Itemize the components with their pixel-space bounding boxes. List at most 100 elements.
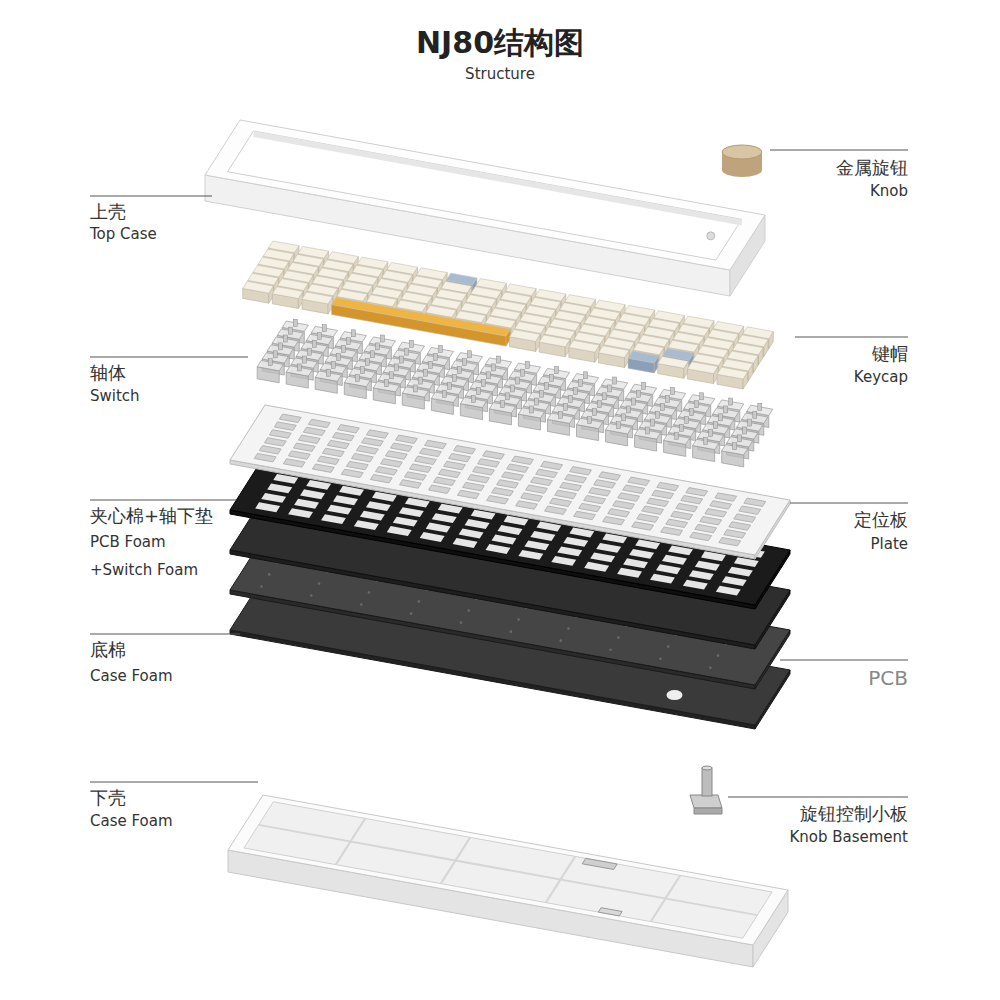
plate-hole [681, 496, 703, 504]
knob-basement-shaft-top [702, 766, 712, 770]
metal-knob [722, 145, 762, 177]
switch-stem [588, 416, 592, 423]
switch-stem [613, 377, 617, 384]
leader-lines [90, 150, 908, 797]
plate-hole [686, 488, 708, 496]
pcb-foam-hole [393, 517, 418, 527]
part-label: Case Foam [90, 668, 173, 685]
switch-stem [709, 430, 713, 437]
pcb-foam-hole [387, 526, 412, 536]
plate-hole [429, 485, 451, 493]
pcb-dot [567, 627, 570, 630]
keycap-top [302, 292, 333, 304]
switch-stem [297, 364, 301, 371]
switch-stem [331, 361, 335, 368]
switch-stem [738, 435, 742, 442]
plate-hole [298, 435, 320, 443]
plate-hole [599, 472, 621, 481]
knob-bottom [722, 163, 762, 177]
pcb-foam-hole [255, 502, 280, 512]
switch-stem [526, 361, 530, 368]
plate-hole [502, 472, 524, 480]
plate-hole [439, 469, 461, 477]
keycap-top [628, 351, 659, 363]
switch-stem [661, 403, 665, 410]
pcb-dot [268, 573, 271, 576]
plate-hole [288, 451, 310, 459]
switch-stem [486, 372, 490, 379]
plate-hole [497, 480, 519, 488]
plate-hole [259, 446, 281, 454]
switch-stem [438, 346, 442, 353]
plate-hole [317, 456, 339, 464]
plate-hole [652, 490, 674, 498]
pcb-foam-hole [524, 541, 549, 551]
plate-part [230, 405, 790, 559]
top-case-knob-hole [707, 232, 715, 240]
switch-stem [579, 380, 583, 387]
pcb-dot [667, 645, 670, 648]
usb-port [582, 858, 617, 869]
plate-hole [661, 527, 683, 535]
part-label: 夹心棉+轴下垫 [90, 506, 213, 527]
plate-hole [341, 469, 363, 477]
plate-hole [254, 454, 276, 462]
pcb-foam-hole [486, 544, 511, 554]
plate-hole [536, 469, 558, 477]
plate-hole [405, 472, 427, 480]
plate-hole [274, 422, 296, 431]
plate-hole [729, 522, 751, 530]
knob-top [722, 145, 762, 159]
switch-stem [505, 393, 509, 400]
plate-hole [391, 443, 413, 451]
plate-hole [279, 414, 301, 422]
pcb-foam-hole [617, 568, 642, 578]
switch-stem [360, 367, 364, 374]
plate-hole [381, 459, 403, 467]
part-label: 金属旋钮 [836, 158, 908, 179]
switch-stem [476, 388, 480, 395]
plate-hole [492, 488, 514, 496]
plate-hole [308, 419, 330, 427]
pcb-foam-hole [596, 543, 621, 553]
switch-stem [656, 411, 660, 418]
switch-stem [714, 422, 718, 429]
plate-hole [322, 448, 344, 456]
pcb-foam-hole [662, 555, 687, 565]
switch-stem [559, 411, 563, 418]
part-label: PCB Foam [90, 534, 166, 551]
switch-stem [497, 356, 501, 363]
knob-basement-part [690, 766, 722, 814]
plate-hole [376, 467, 398, 475]
switch-stem [491, 364, 495, 371]
plate-hole [357, 446, 379, 454]
knob-basement-board [690, 795, 722, 808]
part-label: Plate [870, 536, 908, 553]
part-label: 上壳 [90, 202, 126, 223]
part-label: Keycap [854, 369, 908, 386]
keycap-top [658, 356, 689, 368]
plate-hole [695, 524, 717, 532]
part-label: Switch [90, 388, 140, 405]
plate-hole [657, 482, 679, 490]
switch-stem [564, 403, 568, 410]
plate-hole [415, 456, 437, 464]
pcb-dot [467, 609, 470, 612]
plate-hole [526, 485, 548, 493]
switch-stem [336, 353, 340, 360]
switch-stem [389, 372, 393, 379]
plate-hole [618, 493, 640, 501]
plate-hole [370, 475, 392, 483]
top-case-front [205, 175, 730, 296]
pcb-dot [368, 591, 371, 594]
pcb-foam-hole [492, 535, 517, 545]
plate-hole [434, 477, 456, 485]
switch-stem [642, 382, 646, 389]
pcb-foam-hole [590, 552, 615, 562]
switch-stem [322, 325, 326, 332]
switch-stem [317, 332, 321, 339]
plate-hole [264, 438, 286, 446]
switch-stem [529, 406, 533, 413]
plate-hole [628, 477, 650, 485]
